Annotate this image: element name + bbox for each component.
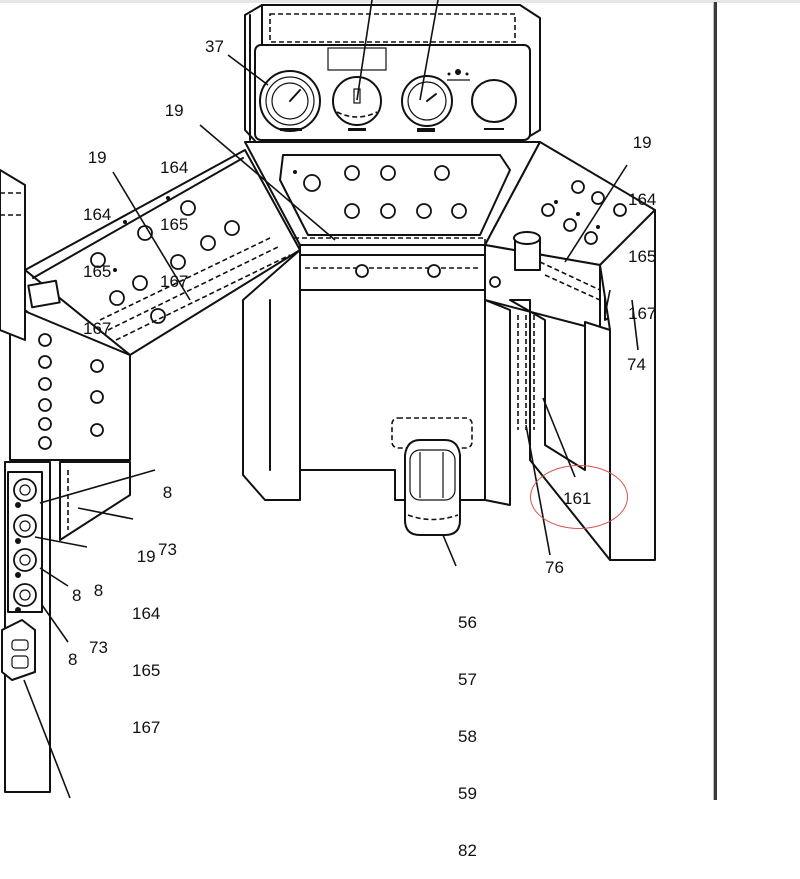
center-lower-cabinet xyxy=(242,249,486,501)
left-control-column xyxy=(1,461,51,793)
callout-label: 8 xyxy=(68,650,78,669)
control-knob-2 xyxy=(13,514,37,544)
callout-label: 164 xyxy=(83,205,112,224)
callout-label: 56 xyxy=(458,613,477,632)
callout-label: 165 xyxy=(132,661,161,680)
console-diagram xyxy=(0,0,656,799)
callout-19-164-165-167-top: 19 164 165 167 xyxy=(160,63,188,310)
callout-label: 59 xyxy=(458,784,477,803)
level-gauge xyxy=(332,76,382,131)
left-lower-panel xyxy=(9,304,131,541)
vertical-divider xyxy=(713,2,717,800)
callout-label: 57 xyxy=(458,670,477,689)
callout-label: 19 xyxy=(632,133,652,152)
callout-label: 164 xyxy=(160,158,189,177)
callout-label: 8 xyxy=(162,483,173,502)
callout-8-73-lower: 8 73 xyxy=(89,543,108,676)
right-wing-console xyxy=(484,141,656,561)
pressure-gauge xyxy=(401,75,453,132)
electrical-outlet xyxy=(1,619,36,681)
callout-label: 167 xyxy=(160,272,189,291)
leader-lines xyxy=(23,0,639,799)
callout-label: 167 xyxy=(132,718,161,737)
callout-76: 76 xyxy=(545,558,564,577)
callout-label: 165 xyxy=(160,215,189,234)
callout-label: 76 xyxy=(545,558,564,577)
operator-seat xyxy=(391,417,473,536)
callout-19-164-165-167-right: 19 164 165 167 xyxy=(628,95,656,342)
callout-label: 165 xyxy=(628,247,657,266)
callout-8-b: 8 xyxy=(68,650,77,669)
callout-label: 58 xyxy=(458,727,477,746)
callout-label: 73 xyxy=(158,540,177,559)
far-left-side-panel xyxy=(0,169,26,341)
callout-label: 37 xyxy=(205,37,224,56)
callout-label: 8 xyxy=(72,586,82,605)
callout-label: 167 xyxy=(83,319,112,338)
top-edge-bar xyxy=(0,0,800,3)
callout-8-73-upper: 8 73 xyxy=(158,445,177,578)
callout-label: 19 xyxy=(164,101,184,120)
highlight-circle xyxy=(530,465,628,529)
control-knob-3 xyxy=(13,548,37,578)
callout-label: 73 xyxy=(89,638,108,657)
callout-label: 74 xyxy=(627,355,646,374)
callout-label: 165 xyxy=(83,262,112,281)
control-knob-1 xyxy=(13,478,37,508)
callout-label: 8 xyxy=(93,581,104,600)
blank-gauge-opening xyxy=(471,79,517,130)
callout-161: 161 xyxy=(563,489,591,508)
callout-label: 82 xyxy=(458,841,477,860)
control-knob-4 xyxy=(13,583,37,613)
callout-8-a: 8 xyxy=(72,586,81,605)
callout-label: 164 xyxy=(628,190,657,209)
callout-label: 161 xyxy=(563,489,592,508)
callout-label: 19 xyxy=(87,148,107,167)
callout-label: 167 xyxy=(628,304,657,323)
callout-37: 37 xyxy=(205,37,224,56)
center-angled-panel xyxy=(244,141,541,278)
panel-toggle-switch xyxy=(447,69,470,81)
callout-label: 19 xyxy=(136,547,156,566)
callout-74: 74 xyxy=(627,355,646,374)
callout-56-57-58-59-82: 56 57 58 59 82 xyxy=(458,575,477,879)
callout-19-164-165-167-left: 19 164 165 167 xyxy=(83,110,111,357)
tachometer-gauge xyxy=(259,70,321,132)
cup-holder xyxy=(513,231,541,271)
callout-19-164-165-167-lower: 19 164 165 167 xyxy=(132,509,160,756)
callout-label: 164 xyxy=(132,604,161,623)
